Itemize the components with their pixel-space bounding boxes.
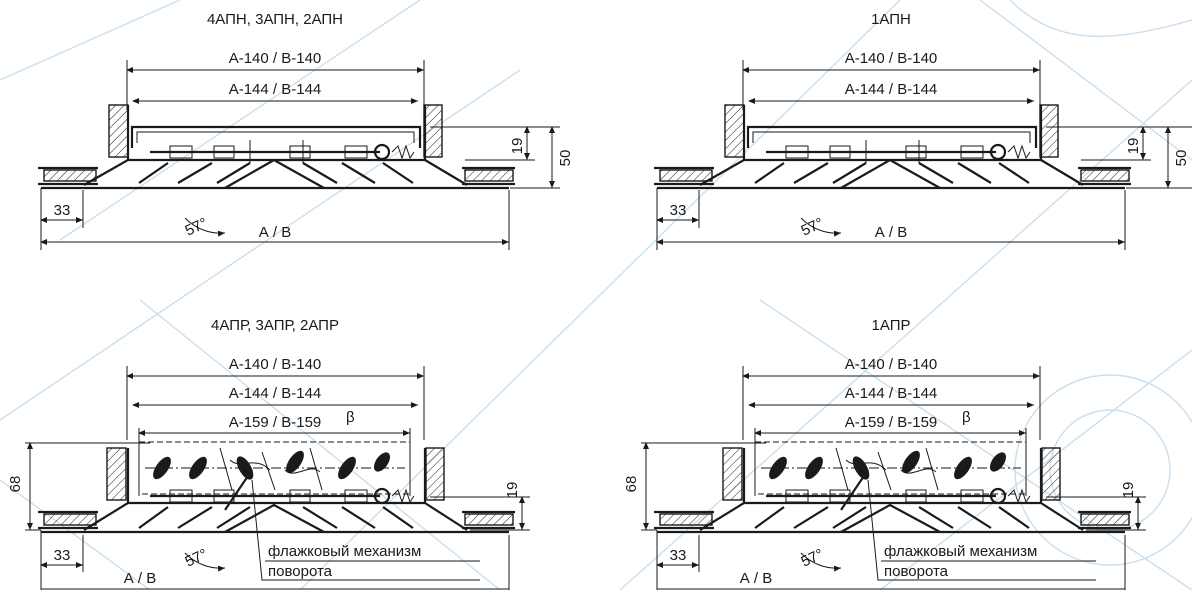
beta-label: β (346, 409, 355, 426)
dim-side-label: 33 (54, 202, 71, 219)
dim-inner-label: А-144 / В-144 (229, 385, 322, 402)
dim-side-label: 33 (54, 547, 71, 564)
angle-label: 57° (799, 215, 827, 240)
callout-line-2: поворота (268, 563, 333, 580)
dim-height-50-label: 50 (557, 150, 574, 167)
dim-height-19-label: 19 (509, 138, 526, 155)
dim-inner-label: А-144 / В-144 (845, 385, 938, 402)
dim-height-19-label: 19 (1120, 482, 1137, 499)
dim-bottom-label: А / В (259, 224, 292, 241)
dim-outer-label: А-140 / В-140 (229, 356, 322, 373)
dim-side-label: 33 (670, 202, 687, 219)
drawing-title: 4АПН, 3АПН, 2АПН (207, 11, 343, 28)
dim-inner-label: А-144 / В-144 (229, 81, 322, 98)
dim-outer-label: А-140 / В-140 (845, 50, 938, 67)
dim-bottom-label: А / В (124, 570, 157, 587)
dim-height-50-label: 50 (1173, 150, 1190, 167)
drawing-title: 1АПР (872, 317, 911, 334)
drawing-4apr (25, 366, 530, 590)
dim-flag-label: А-159 / В-159 (845, 414, 938, 431)
dim-inner-label: А-144 / В-144 (845, 81, 938, 98)
callout-line-1: флажковый механизм (884, 543, 1037, 560)
drawing-1apn (654, 60, 1192, 250)
dim-side-label: 33 (670, 547, 687, 564)
dim-height-19-label: 19 (504, 482, 521, 499)
dim-bottom-label: А / В (740, 570, 773, 587)
callout-line-1: флажковый механизм (268, 543, 421, 560)
angle-label: 57° (799, 546, 827, 571)
dim-height-68-label: 68 (623, 476, 640, 493)
dim-outer-label: А-140 / В-140 (229, 50, 322, 67)
dim-outer-label: А-140 / В-140 (845, 356, 938, 373)
drawing-title: 1АПН (871, 11, 911, 28)
dim-height-68-label: 68 (7, 476, 24, 493)
drawing-1apr (641, 366, 1146, 590)
angle-label: 57° (183, 546, 211, 571)
beta-label: β (962, 409, 971, 426)
drawing-title: 4АПР, 3АПР, 2АПР (211, 317, 339, 334)
dim-height-19-label: 19 (1125, 138, 1142, 155)
dim-flag-label: А-159 / В-159 (229, 414, 322, 431)
drawing-4apn (38, 60, 560, 250)
dim-bottom-label: А / В (875, 224, 908, 241)
callout-line-2: поворота (884, 563, 949, 580)
angle-label: 57° (183, 215, 211, 240)
